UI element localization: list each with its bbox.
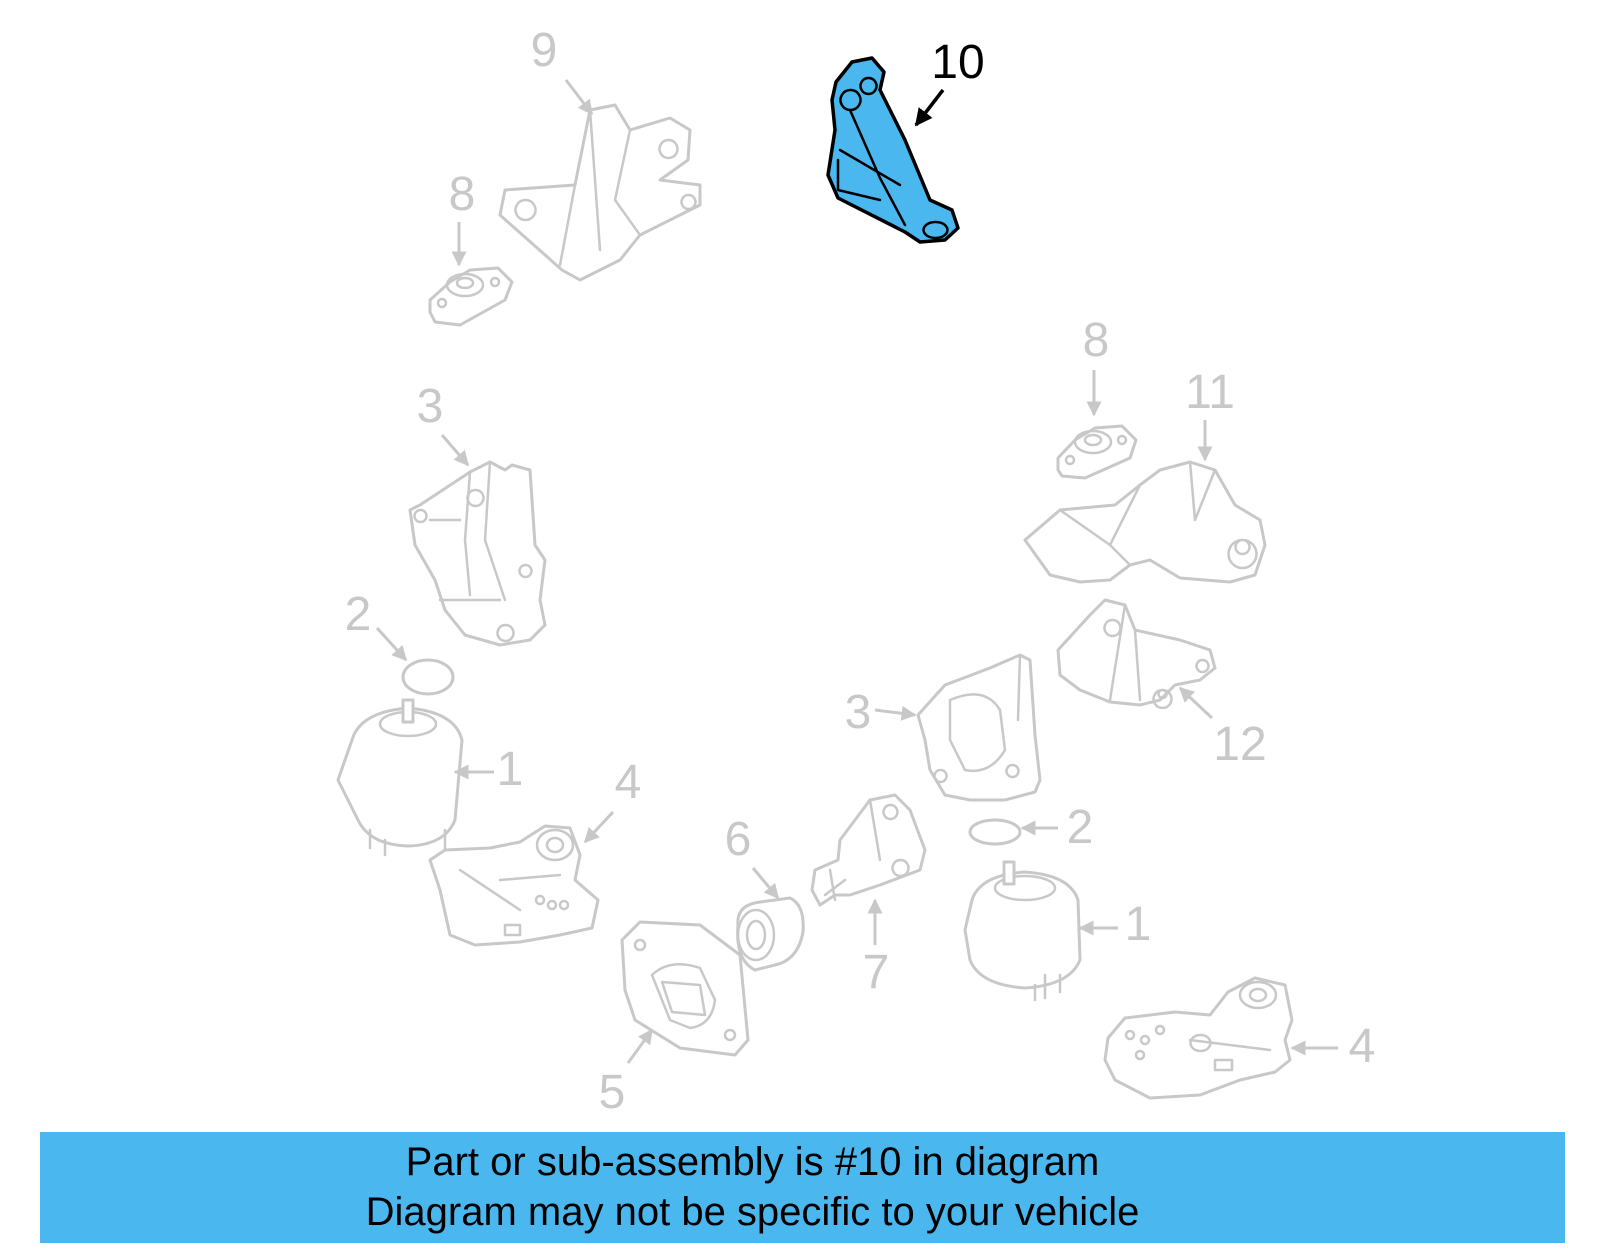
callout-10: 10	[931, 36, 984, 89]
info-banner: Part or sub-assembly is #10 in diagram D…	[40, 1132, 1565, 1243]
part-3-bracket-right[interactable]	[916, 653, 1042, 802]
part-1-mount-left[interactable]	[336, 698, 464, 857]
banner-line-disclaimer: Diagram may not be specific to your vehi…	[365, 1190, 1140, 1234]
part-11-bracket[interactable]	[1023, 460, 1267, 584]
callout-11: 11	[1185, 366, 1235, 419]
part-1-mount-right[interactable]	[963, 860, 1082, 1002]
part-8-mount-left[interactable]	[428, 266, 514, 327]
callout-6: 6	[725, 813, 752, 866]
part-8-mount-right[interactable]	[1056, 424, 1138, 480]
callout-1-left: 1	[497, 743, 524, 796]
part-9-bracket[interactable]	[498, 103, 702, 282]
part-7-bracket[interactable]	[810, 793, 927, 907]
callout-12: 12	[1213, 718, 1266, 771]
part-2-washer-right[interactable]	[968, 818, 1022, 846]
part-12-bracket[interactable]	[1056, 598, 1217, 710]
callout-2-left: 2	[345, 588, 372, 641]
callout-2-right: 2	[1067, 801, 1094, 854]
callout-4-left: 4	[615, 756, 642, 809]
callout-7: 7	[863, 946, 890, 999]
callout-4-right: 4	[1349, 1020, 1376, 1073]
callout-8-right: 8	[1083, 314, 1110, 367]
part-2-washer-left[interactable]	[401, 658, 455, 696]
part-6-bushing[interactable]	[736, 896, 805, 972]
part-3-bracket-left[interactable]	[408, 460, 547, 647]
part-5-plate[interactable]	[620, 920, 750, 1057]
callout-8-left: 8	[449, 168, 476, 221]
banner-line-part-number: Part or sub-assembly is #10 in diagram	[405, 1140, 1100, 1184]
part-4-mount-left[interactable]	[428, 824, 600, 947]
callout-3-right: 3	[845, 686, 872, 739]
part-4-mount-right[interactable]	[1103, 976, 1294, 1100]
callout-3-left: 3	[417, 380, 444, 433]
callout-9: 9	[531, 24, 558, 77]
part-10-bracket-highlighted[interactable]	[826, 56, 960, 244]
callout-5: 5	[599, 1066, 626, 1119]
callout-1-right: 1	[1125, 898, 1152, 951]
